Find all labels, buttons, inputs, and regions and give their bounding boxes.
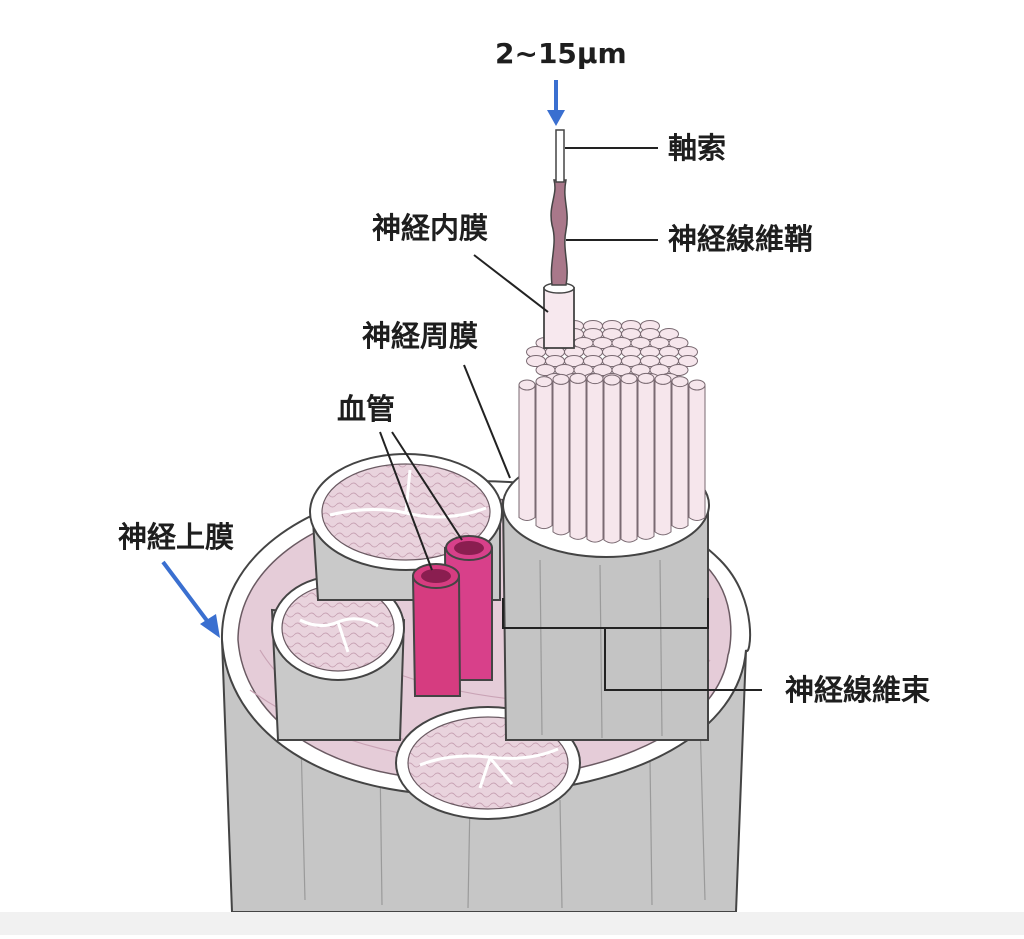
epineurium-label: 神経上膜: [118, 520, 235, 554]
size-arrow-icon: [547, 110, 565, 126]
fiber-cylinder: [518, 384, 536, 521]
fiber-cylinder: [569, 377, 587, 540]
fiber-cylinder: [637, 377, 655, 540]
fiber-cylinder: [688, 384, 706, 521]
blood-vessels: [411, 535, 493, 697]
fiber-cap: [620, 373, 638, 385]
fiber-cap: [518, 379, 536, 391]
schwann-sheath-label: 神経線維鞘: [668, 222, 814, 256]
fascicle-left: [270, 575, 406, 741]
fiber-cap: [569, 372, 587, 384]
size-label: 2~15μm: [495, 37, 627, 70]
fiber-cap: [552, 373, 570, 385]
nerve-fibers-bundle: [518, 320, 706, 544]
fiber-cap: [535, 376, 553, 388]
fiber-end: [659, 328, 679, 340]
main-fascicle: [501, 320, 710, 741]
fiber-end: [668, 364, 689, 376]
fiber-cylinder: [620, 378, 638, 543]
fiber-cap: [637, 372, 655, 384]
fiber-cylinder: [535, 381, 553, 530]
perineurium-label: 神経周膜: [362, 319, 479, 353]
epineurium-arrow-icon: [200, 614, 220, 638]
fascicle-label: 神経線維束: [785, 673, 931, 707]
fiber-end: [678, 355, 698, 367]
fiber-cap: [654, 373, 672, 385]
fiber-cylinder: [552, 378, 570, 536]
fiber-end: [668, 337, 689, 349]
single-fiber: [543, 129, 575, 349]
fiber-cylinder: [654, 378, 672, 536]
fiber-cap: [586, 373, 604, 385]
fiber-cap: [688, 379, 706, 391]
fiber-cap: [671, 376, 689, 388]
fiber-cylinder: [586, 378, 604, 543]
arrows: [161, 80, 565, 638]
leader-lines: [379, 147, 762, 691]
fiber-cylinder: [671, 381, 689, 530]
blood-vessel-label: 血管: [337, 392, 396, 426]
fiber-cylinder: [603, 379, 621, 544]
axon-label: 軸索: [668, 131, 727, 165]
bottom-strip: [0, 912, 1024, 935]
endoneurium-label: 神経内膜: [372, 211, 489, 245]
fiber-cap: [603, 374, 621, 386]
